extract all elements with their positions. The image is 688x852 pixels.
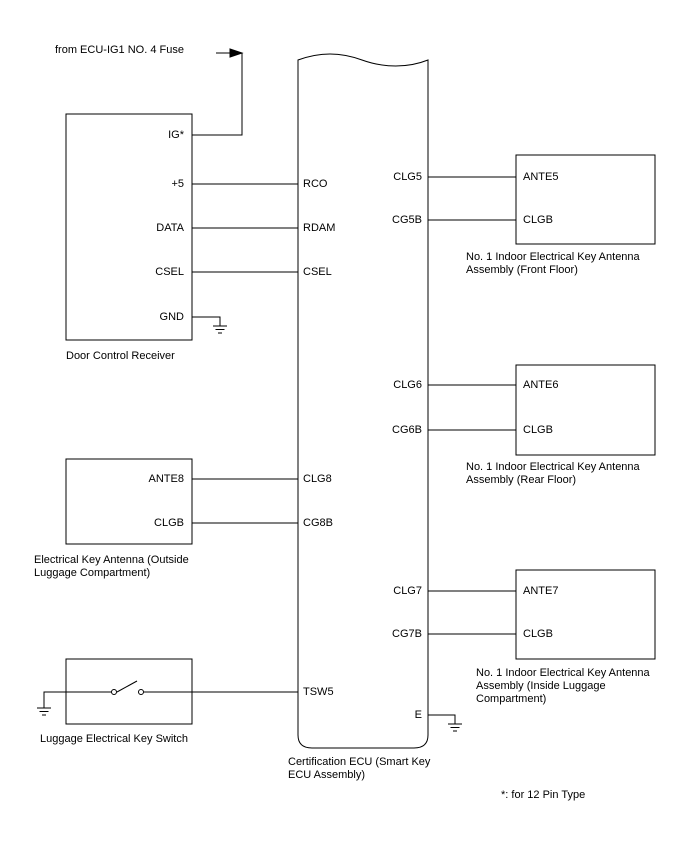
antenna-rear-box [515, 364, 656, 456]
antenna-front-title: No. 1 Indoor Electrical Key Antenna Asse… [466, 251, 640, 276]
door-control-receiver-title: Door Control Receiver [66, 350, 175, 362]
pin-ig: IG* [168, 129, 184, 141]
ig-feed-wire [192, 53, 243, 136]
antenna-rear-title: No. 1 Indoor Electrical Key Antenna Asse… [466, 461, 640, 486]
door-control-receiver-box [65, 113, 193, 341]
ecu-pin-clg7: CLG7 [393, 585, 422, 597]
rear-pin-ante6: ANTE6 [523, 379, 559, 391]
ecu-ground-wire [428, 714, 456, 724]
ecu-pin-cg5b: CG5B [392, 214, 422, 226]
switch-contact-left [111, 689, 117, 695]
ecu-pin-tsw5: TSW5 [303, 686, 334, 698]
antenna-front-box [515, 154, 656, 245]
outside-pin-ante8: ANTE8 [148, 473, 184, 485]
ecu-pin-rdam: RDAM [303, 222, 336, 234]
switch-contact-right [138, 689, 144, 695]
inside-pin-clgb: CLGB [523, 628, 553, 640]
outside-pin-clgb: CLGB [154, 517, 184, 529]
antenna-outside-title: Electrical Key Antenna (Outside Luggage … [34, 554, 189, 579]
pin-csel-receiver: CSEL [155, 266, 184, 278]
fuse-source-label: from ECU-IG1 NO. 4 Fuse [55, 44, 184, 56]
footnote: *: for 12 Pin Type [501, 789, 586, 801]
pin-gnd: GND [159, 311, 184, 323]
antenna-outside-box [65, 458, 193, 545]
ecu-pin-clg6: CLG6 [393, 379, 422, 391]
gnd-wire [192, 316, 221, 326]
certification-ecu-title: Certification ECU (Smart Key ECU Assembl… [288, 756, 431, 781]
antenna-inside-title: No. 1 Indoor Electrical Key Antenna Asse… [476, 667, 650, 705]
front-pin-clgb: CLGB [523, 214, 553, 226]
pin-plus5: +5 [171, 178, 184, 190]
inside-pin-ante7: ANTE7 [523, 585, 559, 597]
luggage-switch-title: Luggage Electrical Key Switch [40, 733, 188, 745]
switch-contact-lever [116, 680, 138, 693]
front-pin-ante5: ANTE5 [523, 171, 559, 183]
ecu-pin-rco: RCO [303, 178, 328, 190]
ecu-pin-e: E [414, 709, 422, 721]
ecu-pin-csel: CSEL [303, 266, 332, 278]
certification-ecu-body [297, 53, 429, 749]
ecu-pin-cg8b: CG8B [303, 517, 333, 529]
antenna-inside-box [515, 569, 656, 660]
switch-ground-wire [43, 691, 114, 708]
pin-data: DATA [156, 222, 184, 234]
rear-pin-clgb: CLGB [523, 424, 553, 436]
arrow-head-icon [229, 48, 244, 58]
ecu-pin-cg7b: CG7B [392, 628, 422, 640]
ecu-pin-clg5: CLG5 [393, 171, 422, 183]
ecu-pin-cg6b: CG6B [392, 424, 422, 436]
ecu-pin-clg8: CLG8 [303, 473, 332, 485]
